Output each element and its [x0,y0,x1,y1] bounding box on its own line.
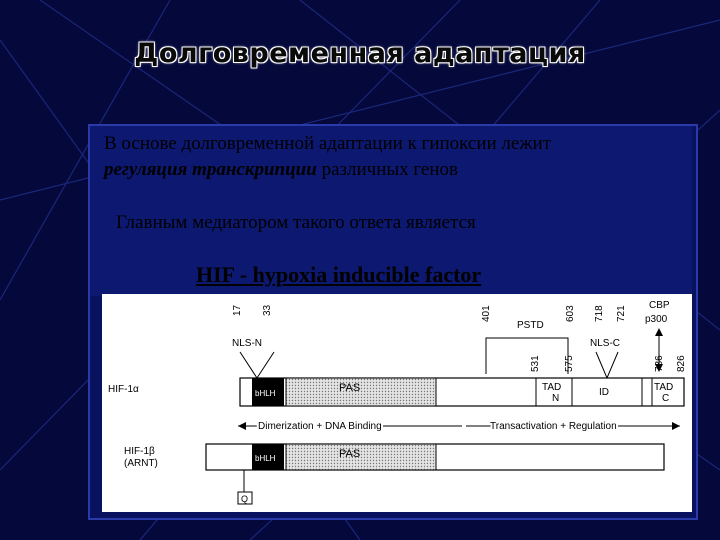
residue-401: 401 [481,305,492,322]
hif-domain-diagram: 17 33 401 531 575 603 718 721 786 826 PS… [102,294,692,512]
tad-n-sub: N [552,393,559,404]
residue-826: 826 [676,355,687,372]
hif1a-bhlh-label: bHLH [255,389,276,398]
residue-718: 718 [594,305,605,322]
residue-575: 575 [564,355,575,372]
text-panel [90,126,692,296]
tad-c-sub: C [662,393,669,404]
cbp-label: CBP [649,300,670,311]
dimerization-label: Dimerization + DNA Binding [258,421,382,432]
paragraph-1-rest: различных генов [316,159,459,180]
paragraph-2: Главным медиатором такого ответа являетс… [116,212,476,233]
nls-c-label: NLS-C [590,338,620,349]
paragraph-1-text: В основе долговременной адаптации к гипо… [104,133,551,154]
residue-721: 721 [616,305,627,322]
p300-label: p300 [645,314,668,325]
residue-33: 33 [262,304,273,316]
q-box [237,491,253,505]
pstd-label: PSTD [517,320,544,331]
hif1b-bhlh-label: bHLH [255,454,276,463]
nls-n-label: NLS-N [232,338,262,349]
transactivation-label: Transactivation + Regulation [490,421,617,432]
hif1a-bhlh-domain [252,378,284,406]
paragraph-1-emphasis: регуляция транскрипции [104,159,317,180]
residue-603: 603 [565,305,576,322]
hif1b-pas-domain [285,443,437,471]
hif1b-label: HIF-1β [124,446,155,457]
residue-531: 531 [530,355,541,372]
hif1b-arnt-label: (ARNT) [124,458,158,469]
q-label: Q [241,494,248,504]
paragraph-1: В основе долговременной адаптации к гипо… [104,131,704,183]
tad-c-label: TAD [654,382,673,393]
hif1a-pas-label: PAS [339,382,360,394]
slide-title: Долговременная адаптация [134,38,586,69]
hif-heading: HIF - hypoxia inducible factor [196,262,482,287]
residue-17: 17 [232,304,243,316]
hif1a-pas-domain [285,377,437,407]
hif1b-pas-label: PAS [339,448,360,460]
hif1a-label: HIF-1α [108,384,139,395]
hif1b-bhlh-domain [252,444,284,470]
id-label: ID [599,387,609,398]
tad-n-label: TAD [542,382,561,393]
